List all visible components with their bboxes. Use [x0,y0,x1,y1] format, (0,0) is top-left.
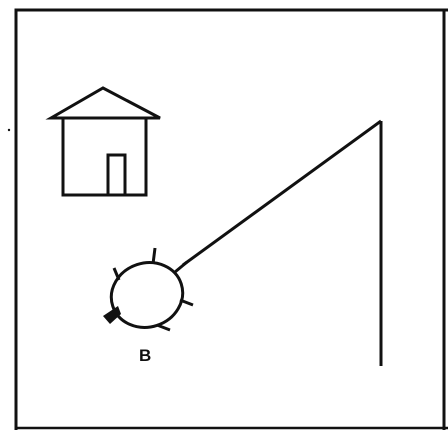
house-roof [51,88,160,118]
turtle-leg-bottom [157,325,170,330]
turtle-trail [183,121,381,366]
turtle-tail [103,306,121,324]
turtle-shell [103,253,191,336]
frame-border [16,10,448,430]
house-drawing [51,88,160,195]
stray-dot [8,129,10,131]
turtle-sprite [103,248,193,337]
house-door [108,155,125,195]
trail-line-diagonal [183,121,381,265]
turtle-label: B [139,346,151,365]
turtle-leg-upper-right [175,262,187,272]
house-walls [63,118,146,195]
turtle-leg-top [153,248,155,264]
